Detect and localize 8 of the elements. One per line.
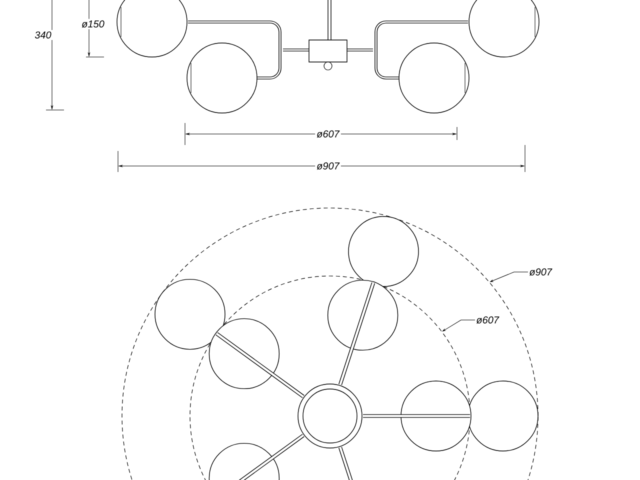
- dimension-label: ø607: [476, 316, 500, 324]
- dimension-label: ø907: [315, 160, 341, 172]
- leader-line: [442, 320, 476, 332]
- dimension-label: ø907: [529, 268, 552, 276]
- leader-line: [490, 272, 528, 282]
- dimension-label: ø607: [315, 128, 341, 140]
- dimension-label: ø150: [80, 18, 106, 30]
- dimension-label: 340: [33, 30, 53, 40]
